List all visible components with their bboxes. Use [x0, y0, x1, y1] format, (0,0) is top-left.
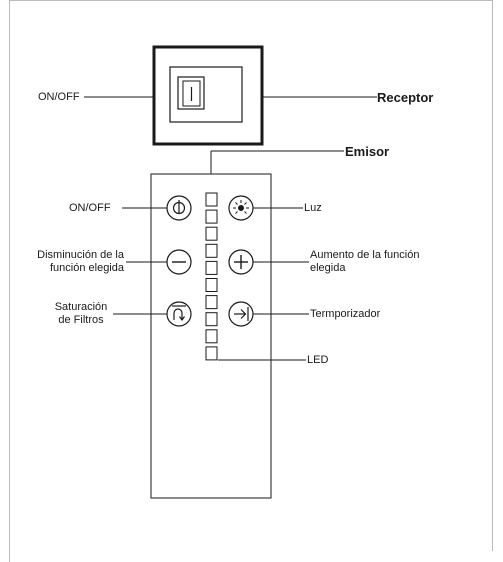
disminucion-label-line1: Disminución de la: [37, 249, 124, 261]
led-indicator: [205, 312, 218, 327]
luz-label: Luz: [304, 202, 322, 214]
power-switch-icon: [182, 80, 201, 107]
light-icon: [233, 200, 249, 214]
led-indicator: [205, 226, 218, 241]
timer-button[interactable]: [228, 301, 254, 327]
led-indicator: [205, 260, 218, 275]
light-button[interactable]: [228, 195, 254, 221]
emisor-connector: [210, 150, 344, 174]
receptor-on-off-label: ON/OFF: [38, 91, 80, 103]
led-label: LED: [307, 354, 329, 366]
filter-saturation-button[interactable]: [166, 301, 192, 327]
led-indicator: [205, 295, 218, 310]
aumento-label: Aumento de la función elegida: [310, 249, 419, 275]
disminucion-label: Disminución de la función elegida: [10, 249, 124, 275]
on-off-label: ON/OFF: [69, 202, 111, 214]
led-column: [205, 192, 218, 361]
emisor-title: Emisor: [345, 144, 390, 159]
page-border: [9, 0, 493, 562]
led-indicator: [205, 329, 218, 344]
remote-body: [150, 173, 272, 499]
power-icon: [172, 200, 186, 215]
saturacion-label-line2: de Filtros: [58, 314, 104, 326]
plus-icon: [234, 255, 248, 269]
emisor-leader-lines: [113, 207, 309, 361]
receptor-outer-frame: [152, 45, 264, 146]
led-indicator: [205, 192, 218, 207]
minus-button[interactable]: [166, 249, 192, 275]
receptor-title: Receptor: [377, 90, 434, 105]
led-indicator: [205, 209, 218, 224]
led-indicator: [205, 346, 218, 361]
receptor-inner-panel: [169, 66, 243, 123]
saturacion-label-line1: Saturación: [54, 301, 108, 313]
temporizador-label: Termporizador: [310, 308, 381, 320]
led-indicator: [205, 243, 218, 258]
timer-arrow-icon: [234, 307, 249, 321]
saturacion-label: Saturación de Filtros: [48, 301, 114, 327]
plus-button[interactable]: [228, 249, 254, 275]
aumento-label-line1: Aumento de la función: [310, 249, 420, 261]
aumento-label-line2: elegida: [310, 262, 346, 274]
disminucion-label-line2: función elegida: [49, 262, 124, 274]
receptor: [84, 45, 377, 146]
led-indicator: [205, 278, 218, 292]
receptor-switch-outer: [177, 76, 205, 110]
power-button[interactable]: [166, 195, 192, 221]
filter-saturation-icon: [172, 305, 186, 322]
